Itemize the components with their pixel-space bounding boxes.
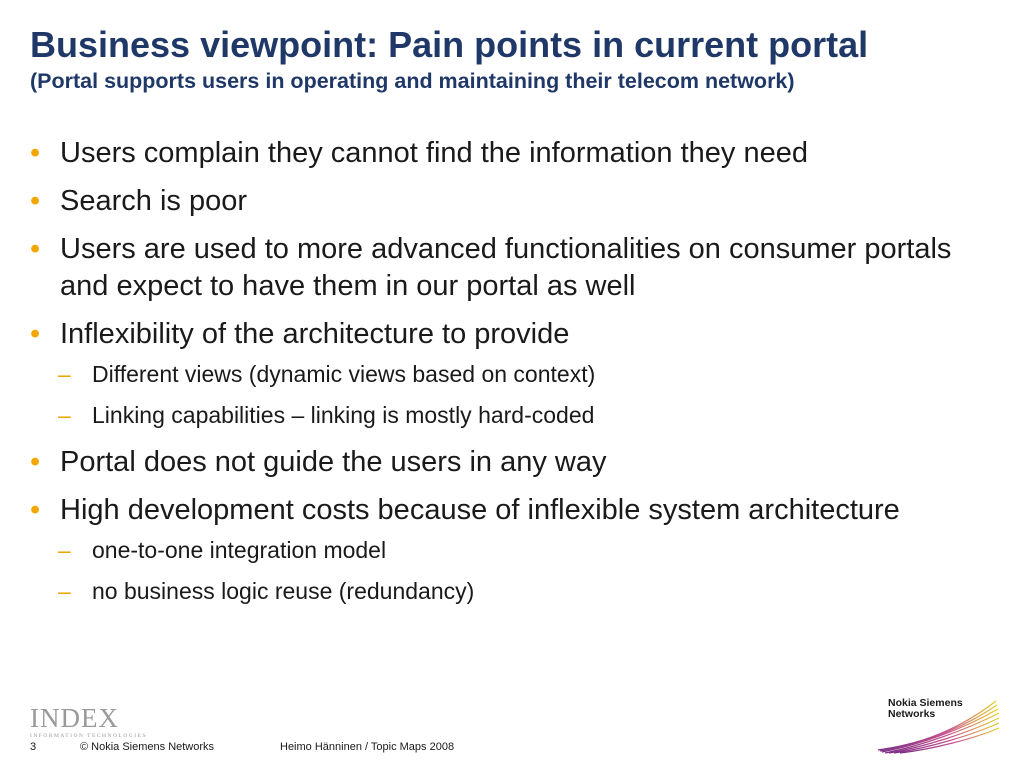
bullet-text: Users are used to more advanced function…	[60, 233, 952, 302]
nsn-wave-mark-icon	[877, 700, 1000, 754]
bullet-marker: •	[30, 318, 41, 350]
nsn-logo-line2: Networks	[888, 708, 936, 720]
bullet-marker: •	[30, 494, 41, 526]
bullet-text: Search is poor	[60, 185, 247, 217]
slide-subtitle: (Portal supports users in operating and …	[30, 69, 795, 93]
bullet-item: • High development costs because of infl…	[30, 492, 990, 529]
index-logo-word: INDEX	[30, 703, 119, 733]
sub-bullet-item: – Linking capabilities – linking is most…	[30, 400, 990, 430]
bullet-marker: •	[30, 446, 41, 478]
footer-author: Heimo Hänninen / Topic Maps 2008	[280, 741, 455, 753]
bullet-text: Portal does not guide the users in any w…	[60, 446, 607, 478]
bullet-marker: •	[30, 233, 41, 265]
nsn-logo-text: Nokia Siemens Networks	[888, 698, 963, 720]
dash-marker: –	[58, 361, 71, 387]
bullet-text: Inflexibility of the architecture to pro…	[60, 318, 570, 350]
sub-bullet-item: – one-to-one integration model	[30, 535, 990, 565]
bullet-list: • Users complain they cannot find the in…	[30, 135, 990, 617]
bullet-text: High development costs because of inflex…	[60, 494, 900, 526]
index-logo: INDEX INFORMATION TECHNOLOGIES	[30, 703, 150, 743]
sub-bullet-text: Linking capabilities – linking is mostly…	[92, 402, 595, 428]
slide-title: Business viewpoint: Pain points in curre…	[30, 24, 869, 65]
bullet-marker: •	[30, 137, 41, 169]
bullet-text: Users complain they cannot find the info…	[60, 137, 808, 169]
page-number: 3	[30, 741, 37, 753]
sub-bullet-text: one-to-one integration model	[92, 537, 387, 563]
sub-bullet-item: – no business logic reuse (redundancy)	[30, 576, 990, 606]
dash-marker: –	[58, 537, 71, 563]
index-logo-tagline: INFORMATION TECHNOLOGIES	[30, 733, 148, 739]
footer-copyright: © Nokia Siemens Networks	[80, 741, 215, 753]
sub-bullet-text: no business logic reuse (redundancy)	[92, 578, 475, 604]
dash-marker: –	[58, 402, 71, 428]
bullet-item: • Users are used to more advanced functi…	[30, 231, 990, 305]
bullet-marker: •	[30, 185, 41, 217]
sub-bullet-item: – Different views (dynamic views based o…	[30, 359, 990, 389]
bullet-item: • Search is poor	[30, 183, 990, 220]
bullet-item: • Users complain they cannot find the in…	[30, 135, 990, 172]
sub-bullet-text: Different views (dynamic views based on …	[92, 361, 596, 387]
nsn-logo-line1: Nokia Siemens	[888, 697, 963, 709]
nokia-siemens-networks-logo: Nokia Siemens Networks	[872, 695, 1002, 755]
dash-marker: –	[58, 578, 71, 604]
bullet-item: • Portal does not guide the users in any…	[30, 444, 990, 481]
bullet-item: • Inflexibility of the architecture to p…	[30, 316, 990, 353]
